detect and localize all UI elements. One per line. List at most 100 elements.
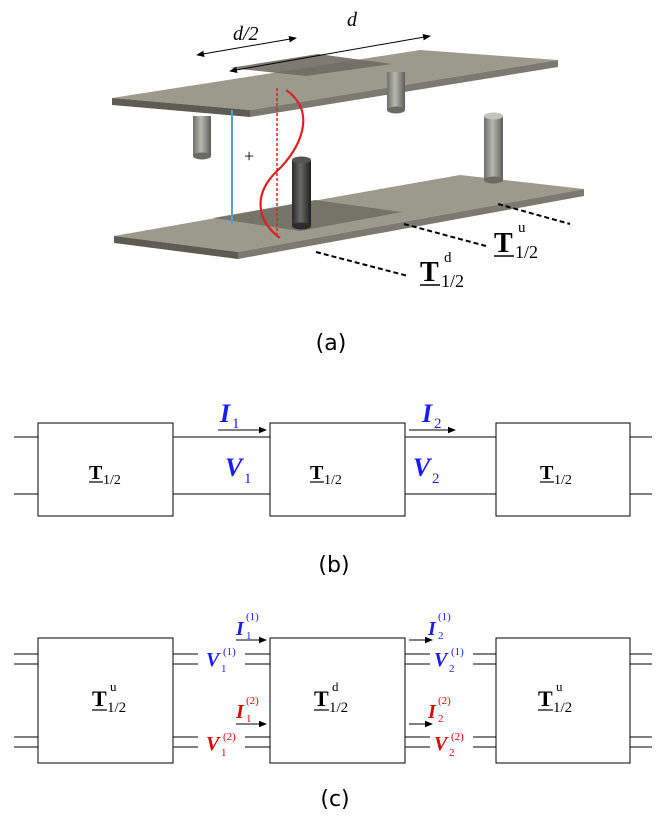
svg-text:T: T [310, 462, 324, 484]
top-post-right [387, 72, 405, 114]
bottom-post-right [484, 112, 503, 184]
svg-text:I: I [421, 399, 433, 428]
svg-text:2: 2 [449, 747, 455, 759]
label-I2: I 2 [421, 399, 442, 432]
label-V1-1: V (1) 1 [206, 646, 236, 675]
svg-text:2: 2 [449, 663, 455, 675]
panel-b-cascade: T 1/2 T 1/2 T 1/2 I 1 I 2 V 1 [14, 399, 652, 517]
label-V2: V 2 [413, 453, 440, 487]
svg-text:T: T [538, 686, 553, 711]
panel-a-3d-structure: + d/2 d T u 1/2 T d 1/2 [112, 9, 584, 291]
svg-text:1: 1 [244, 471, 252, 487]
svg-text:I: I [235, 618, 245, 640]
svg-text:1/2: 1/2 [553, 700, 572, 716]
svg-text:(1): (1) [246, 611, 259, 623]
svg-text:(1): (1) [223, 646, 236, 658]
block-3-label: T 1/2 [540, 462, 572, 488]
svg-text:1/2: 1/2 [515, 242, 538, 262]
svg-text:T: T [494, 228, 513, 259]
caption-a: (a) [316, 331, 347, 356]
label-t-u: T u 1/2 [494, 220, 538, 262]
section-line-d2 [315, 251, 409, 277]
label-V1: V 1 [225, 453, 252, 487]
field-wave [259, 89, 305, 239]
label-I1: I 1 [219, 399, 240, 432]
svg-text:(2): (2) [223, 731, 236, 743]
svg-text:T: T [420, 257, 439, 288]
block-c-2-label: T d 1/2 [314, 679, 348, 716]
bottom-post-dark [292, 156, 311, 230]
svg-text:u: u [518, 220, 526, 236]
svg-text:V: V [434, 649, 449, 671]
svg-text:1/2: 1/2 [329, 700, 348, 716]
label-t-d: T d 1/2 [420, 250, 464, 291]
svg-text:T: T [92, 686, 107, 711]
top-plate [112, 50, 558, 110]
block-3 [495, 422, 631, 517]
svg-text:V: V [225, 453, 245, 482]
svg-text:1/2: 1/2 [103, 473, 121, 488]
svg-text:1: 1 [246, 630, 252, 642]
label-I2-2: I (2) 2 [427, 695, 451, 725]
block-1-label: T 1/2 [89, 462, 121, 488]
svg-text:1/2: 1/2 [324, 473, 342, 488]
panel-c-cascade: T u 1/2 T d 1/2 T u 1/2 I (1) 1 [14, 611, 652, 764]
svg-text:V: V [413, 453, 433, 482]
label-I1-2: I (2) 1 [235, 695, 259, 725]
top-plate-edge [112, 98, 250, 117]
svg-text:2: 2 [434, 416, 442, 432]
svg-text:V: V [434, 733, 449, 755]
label-I1-1: I (1) 1 [235, 611, 259, 642]
svg-text:1/2: 1/2 [107, 700, 126, 716]
block-2-label: T 1/2 [310, 462, 342, 488]
top-post-left [193, 116, 211, 160]
block-1 [37, 422, 174, 517]
svg-text:T: T [314, 686, 329, 711]
svg-text:(1): (1) [438, 611, 451, 623]
block-c-3-label: T u 1/2 [538, 679, 572, 716]
svg-text:I: I [219, 399, 231, 428]
svg-text:I: I [427, 618, 437, 640]
dim-half-label: d/2 [233, 23, 259, 45]
svg-text:(2): (2) [438, 695, 451, 707]
caption-b: (b) [318, 553, 349, 578]
block-c-3 [495, 637, 631, 764]
caption-c: (c) [320, 787, 349, 812]
dim-full-label: d [347, 9, 358, 31]
svg-text:2: 2 [438, 713, 444, 725]
block-c-2 [269, 637, 406, 764]
svg-text:1/2: 1/2 [441, 271, 464, 291]
label-I2-1: I (1) 2 [427, 611, 451, 642]
section-line-d1 [403, 223, 487, 247]
svg-text:d: d [444, 250, 452, 266]
svg-text:T: T [89, 462, 103, 484]
label-V2-2: V (2) 2 [434, 731, 464, 759]
label-V2-1: V (1) 2 [434, 646, 464, 675]
bottom-plate-edge-right [238, 189, 584, 259]
block-c-1 [37, 637, 174, 764]
svg-text:u: u [110, 679, 117, 694]
svg-text:1: 1 [232, 416, 240, 432]
block-c-1-label: T u 1/2 [92, 679, 126, 716]
svg-text:1: 1 [221, 663, 227, 675]
svg-text:(2): (2) [451, 731, 464, 743]
svg-text:T: T [540, 462, 554, 484]
block-2 [269, 422, 406, 517]
svg-text:u: u [556, 679, 563, 694]
svg-text:1/2: 1/2 [554, 473, 572, 488]
svg-text:I: I [235, 701, 245, 723]
svg-text:(2): (2) [246, 695, 259, 707]
dim-full-arrow [229, 34, 431, 73]
svg-text:V: V [206, 649, 221, 671]
svg-text:2: 2 [438, 630, 444, 642]
svg-text:d: d [332, 679, 339, 694]
svg-text:1: 1 [246, 713, 252, 725]
plus-sign: + [244, 146, 254, 166]
section-line-u [497, 203, 571, 225]
label-V1-2: V (2) 1 [206, 731, 236, 759]
svg-text:1: 1 [221, 747, 227, 759]
svg-text:2: 2 [432, 471, 440, 487]
svg-text:(1): (1) [451, 646, 464, 658]
svg-text:I: I [427, 701, 437, 723]
